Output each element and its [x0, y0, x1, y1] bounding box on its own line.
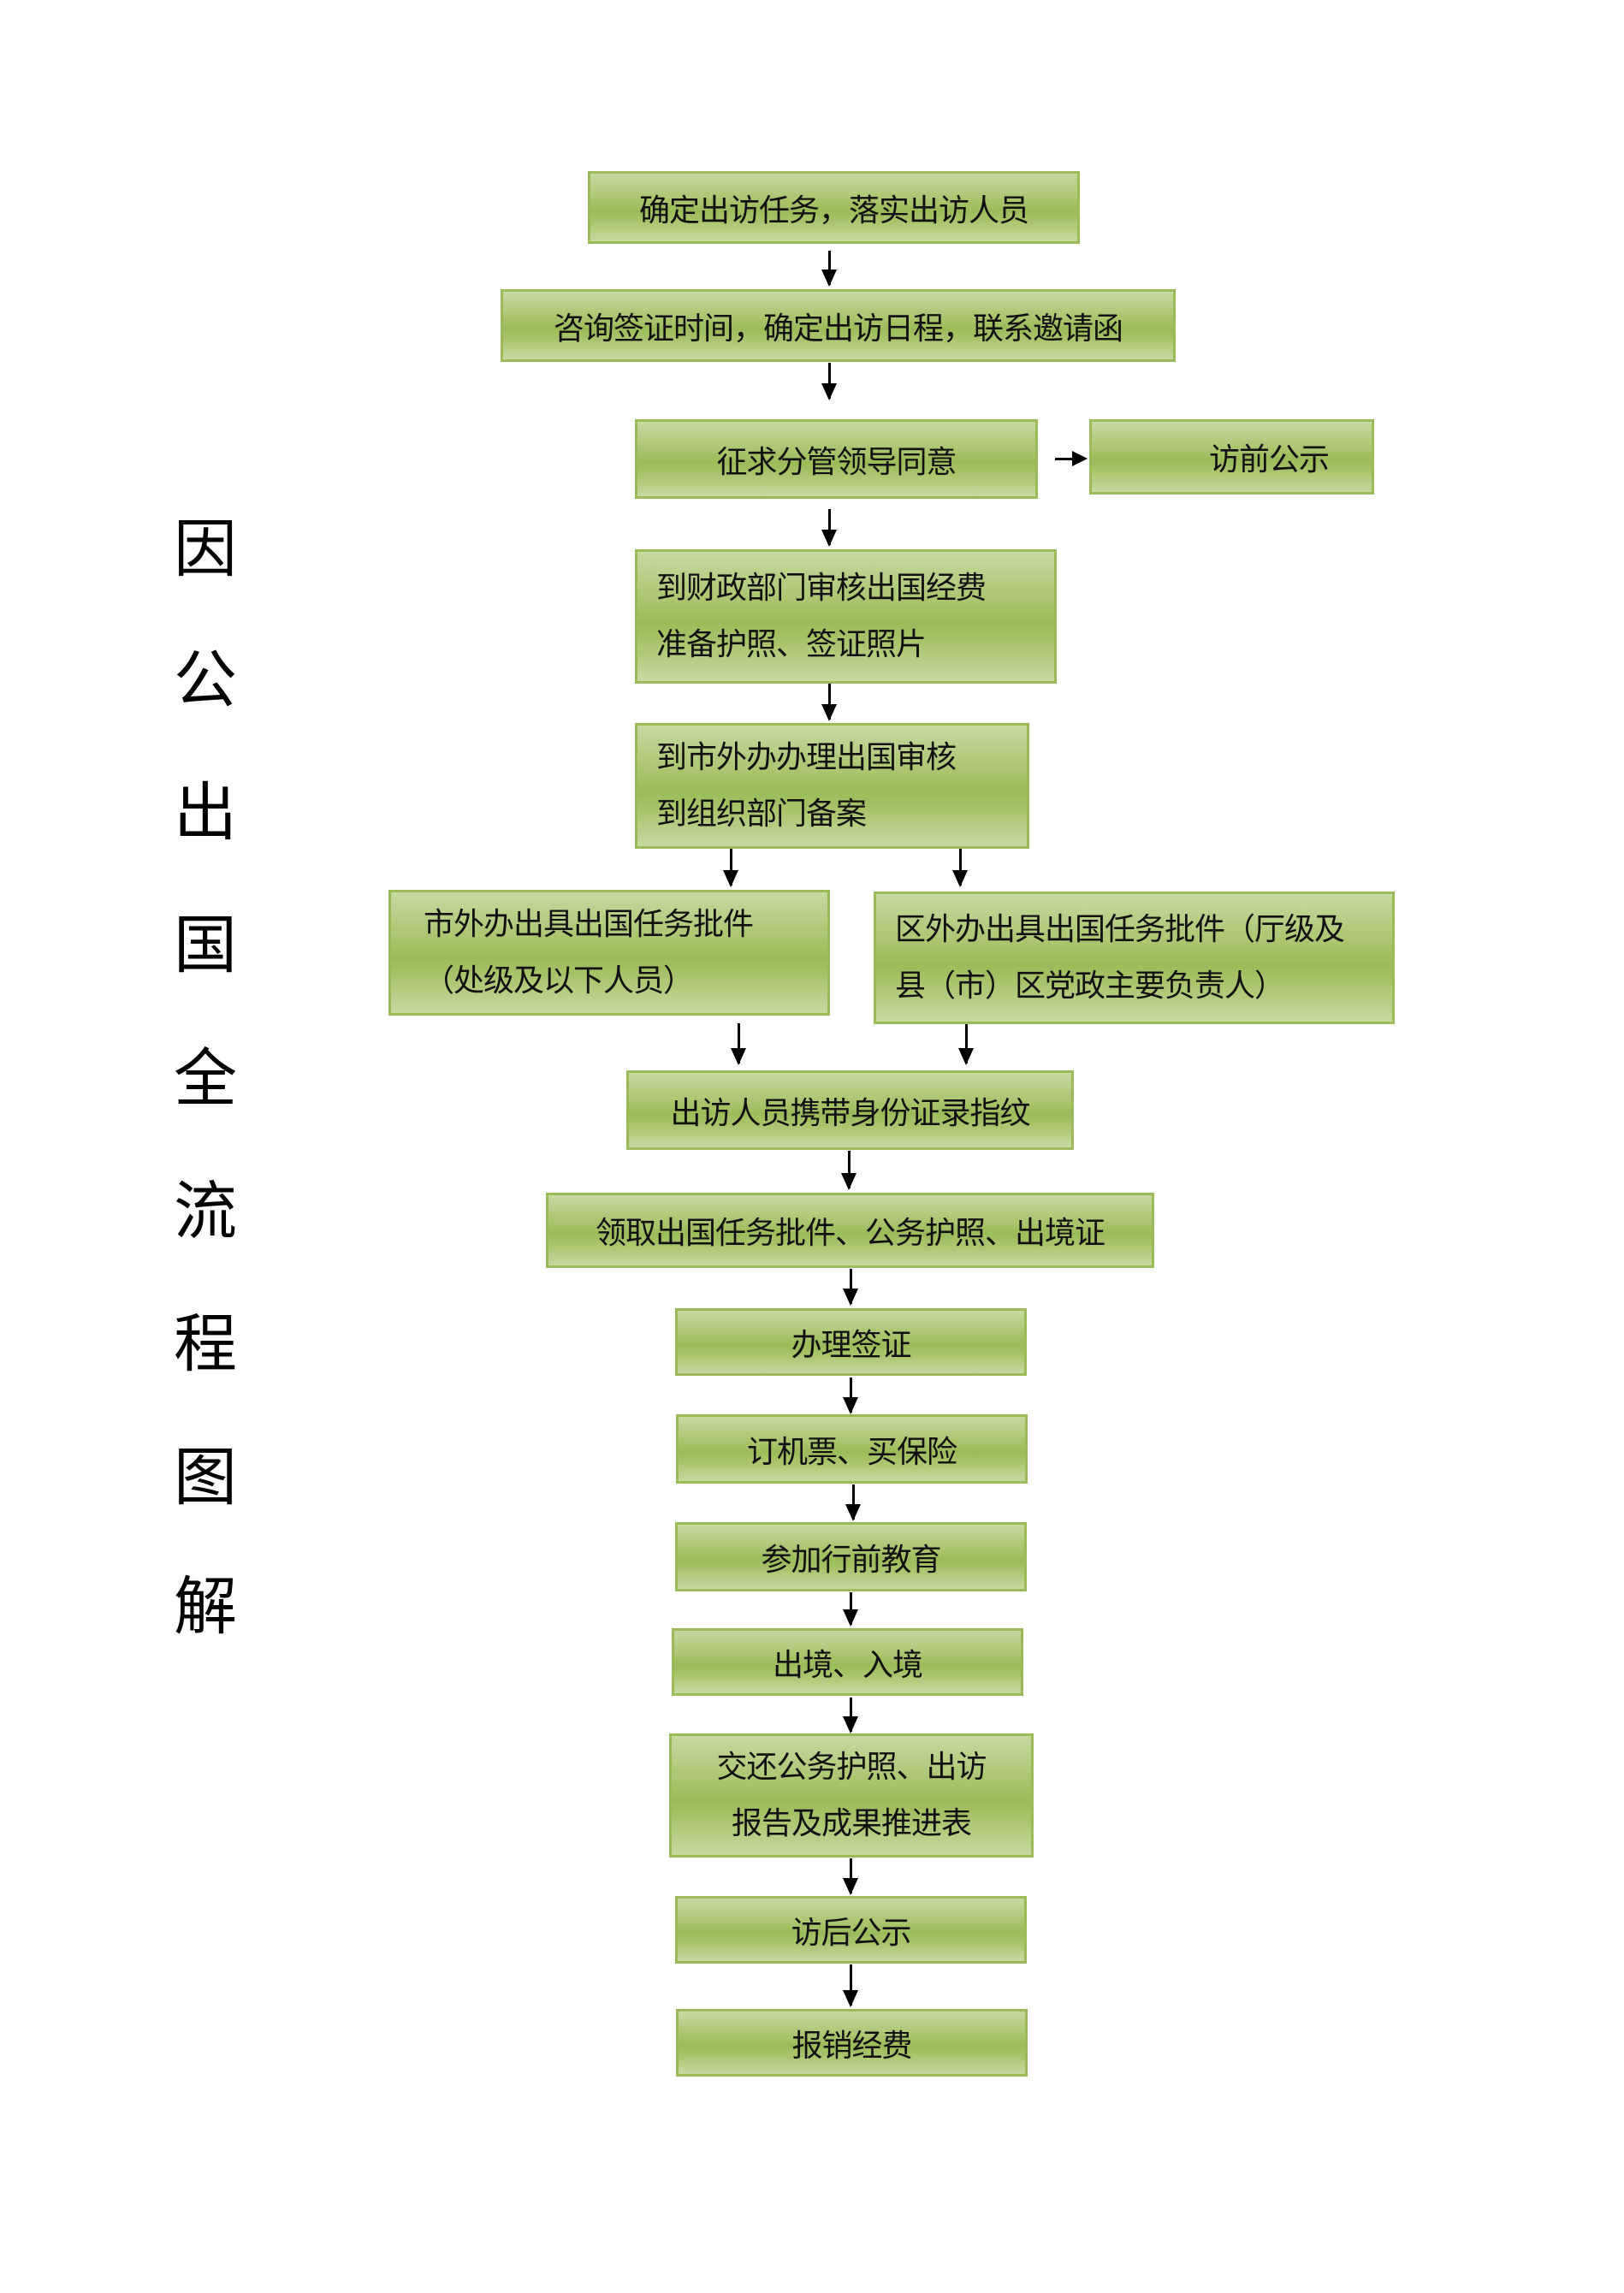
- step-fingerprint: 出访人员携带身份证录指纹: [626, 1070, 1074, 1150]
- step-reimbursement: 报销经费: [676, 2009, 1028, 2077]
- arrow-down-icon: [958, 1024, 974, 1065]
- arrow-down-icon: [952, 849, 968, 887]
- step-foreign-affairs-review: 到市外办办理出国审核 到组织部门备案: [635, 723, 1029, 849]
- title-char: 流: [174, 1175, 237, 1248]
- step-consult-visa: 咨询签证时间，确定出访日程，联系邀请函: [501, 289, 1176, 362]
- arrow-down-icon: [841, 1151, 856, 1190]
- step-line: 准备护照、签证照片: [656, 626, 927, 662]
- step-line: 到组织部门备案: [656, 796, 867, 832]
- step-leader-approval: 征求分管领导同意: [635, 419, 1038, 499]
- arrow-down-icon: [843, 1964, 858, 2007]
- step-city-approval: 市外办出具出国任务批件 （处级及以下人员）: [388, 890, 830, 1016]
- arrow-down-icon: [843, 1378, 858, 1414]
- step-line: 区外办出具出国任务批件（厅级及: [895, 911, 1345, 947]
- title-char: 出: [174, 776, 237, 850]
- step-line: 到市外办办理出国审核: [656, 739, 957, 775]
- step-line: 市外办出具出国任务批件: [424, 906, 754, 942]
- step-line: 到财政部门审核出国经费: [656, 570, 987, 606]
- arrow-down-icon: [821, 363, 837, 400]
- step-line: 县（市）区党政主要负责人）: [895, 968, 1285, 1004]
- title-char: 程: [174, 1307, 237, 1381]
- step-confirm-task: 确定出访任务，落实出访人员: [588, 171, 1080, 244]
- arrow-down-icon: [821, 251, 837, 287]
- arrow-down-icon: [821, 509, 837, 547]
- arrow-down-icon: [821, 684, 837, 721]
- arrow-down-icon: [843, 1858, 858, 1895]
- step-pre-visit-notice: 访前公示: [1089, 419, 1374, 495]
- step-tickets-insurance: 订机票、买保险: [676, 1414, 1028, 1484]
- step-return-passport: 交还公务护照、出访 报告及成果推进表: [669, 1733, 1034, 1858]
- title-char: 图: [174, 1441, 237, 1514]
- step-line: 交还公务护照、出访: [716, 1749, 987, 1785]
- step-visa: 办理签证: [675, 1308, 1027, 1376]
- arrow-down-icon: [723, 849, 738, 887]
- step-exit-entry: 出境、入境: [672, 1628, 1023, 1696]
- title-char: 公: [174, 643, 237, 717]
- title-char: 国: [174, 909, 237, 982]
- arrow-down-icon: [731, 1023, 746, 1065]
- step-line: 报告及成果推进表: [731, 1805, 972, 1841]
- title-char: 因: [174, 513, 237, 586]
- arrow-down-icon: [845, 1484, 861, 1521]
- step-collect-documents: 领取出国任务批件、公务护照、出境证: [546, 1193, 1154, 1268]
- arrow-down-icon: [843, 1698, 858, 1733]
- step-finance-review: 到财政部门审核出国经费 准备护照、签证照片: [635, 549, 1057, 684]
- arrow-right-icon: [1055, 451, 1088, 466]
- step-line: （处级及以下人员）: [424, 963, 694, 998]
- step-post-visit-notice: 访后公示: [675, 1896, 1027, 1964]
- arrow-down-icon: [843, 1592, 858, 1626]
- title-char: 解: [174, 1570, 237, 1644]
- step-district-approval: 区外办出具出国任务批件（厅级及 县（市）区党政主要负责人）: [874, 892, 1395, 1024]
- title-char: 全: [174, 1042, 237, 1116]
- step-pre-trip-education: 参加行前教育: [675, 1522, 1027, 1591]
- arrow-down-icon: [843, 1269, 858, 1306]
